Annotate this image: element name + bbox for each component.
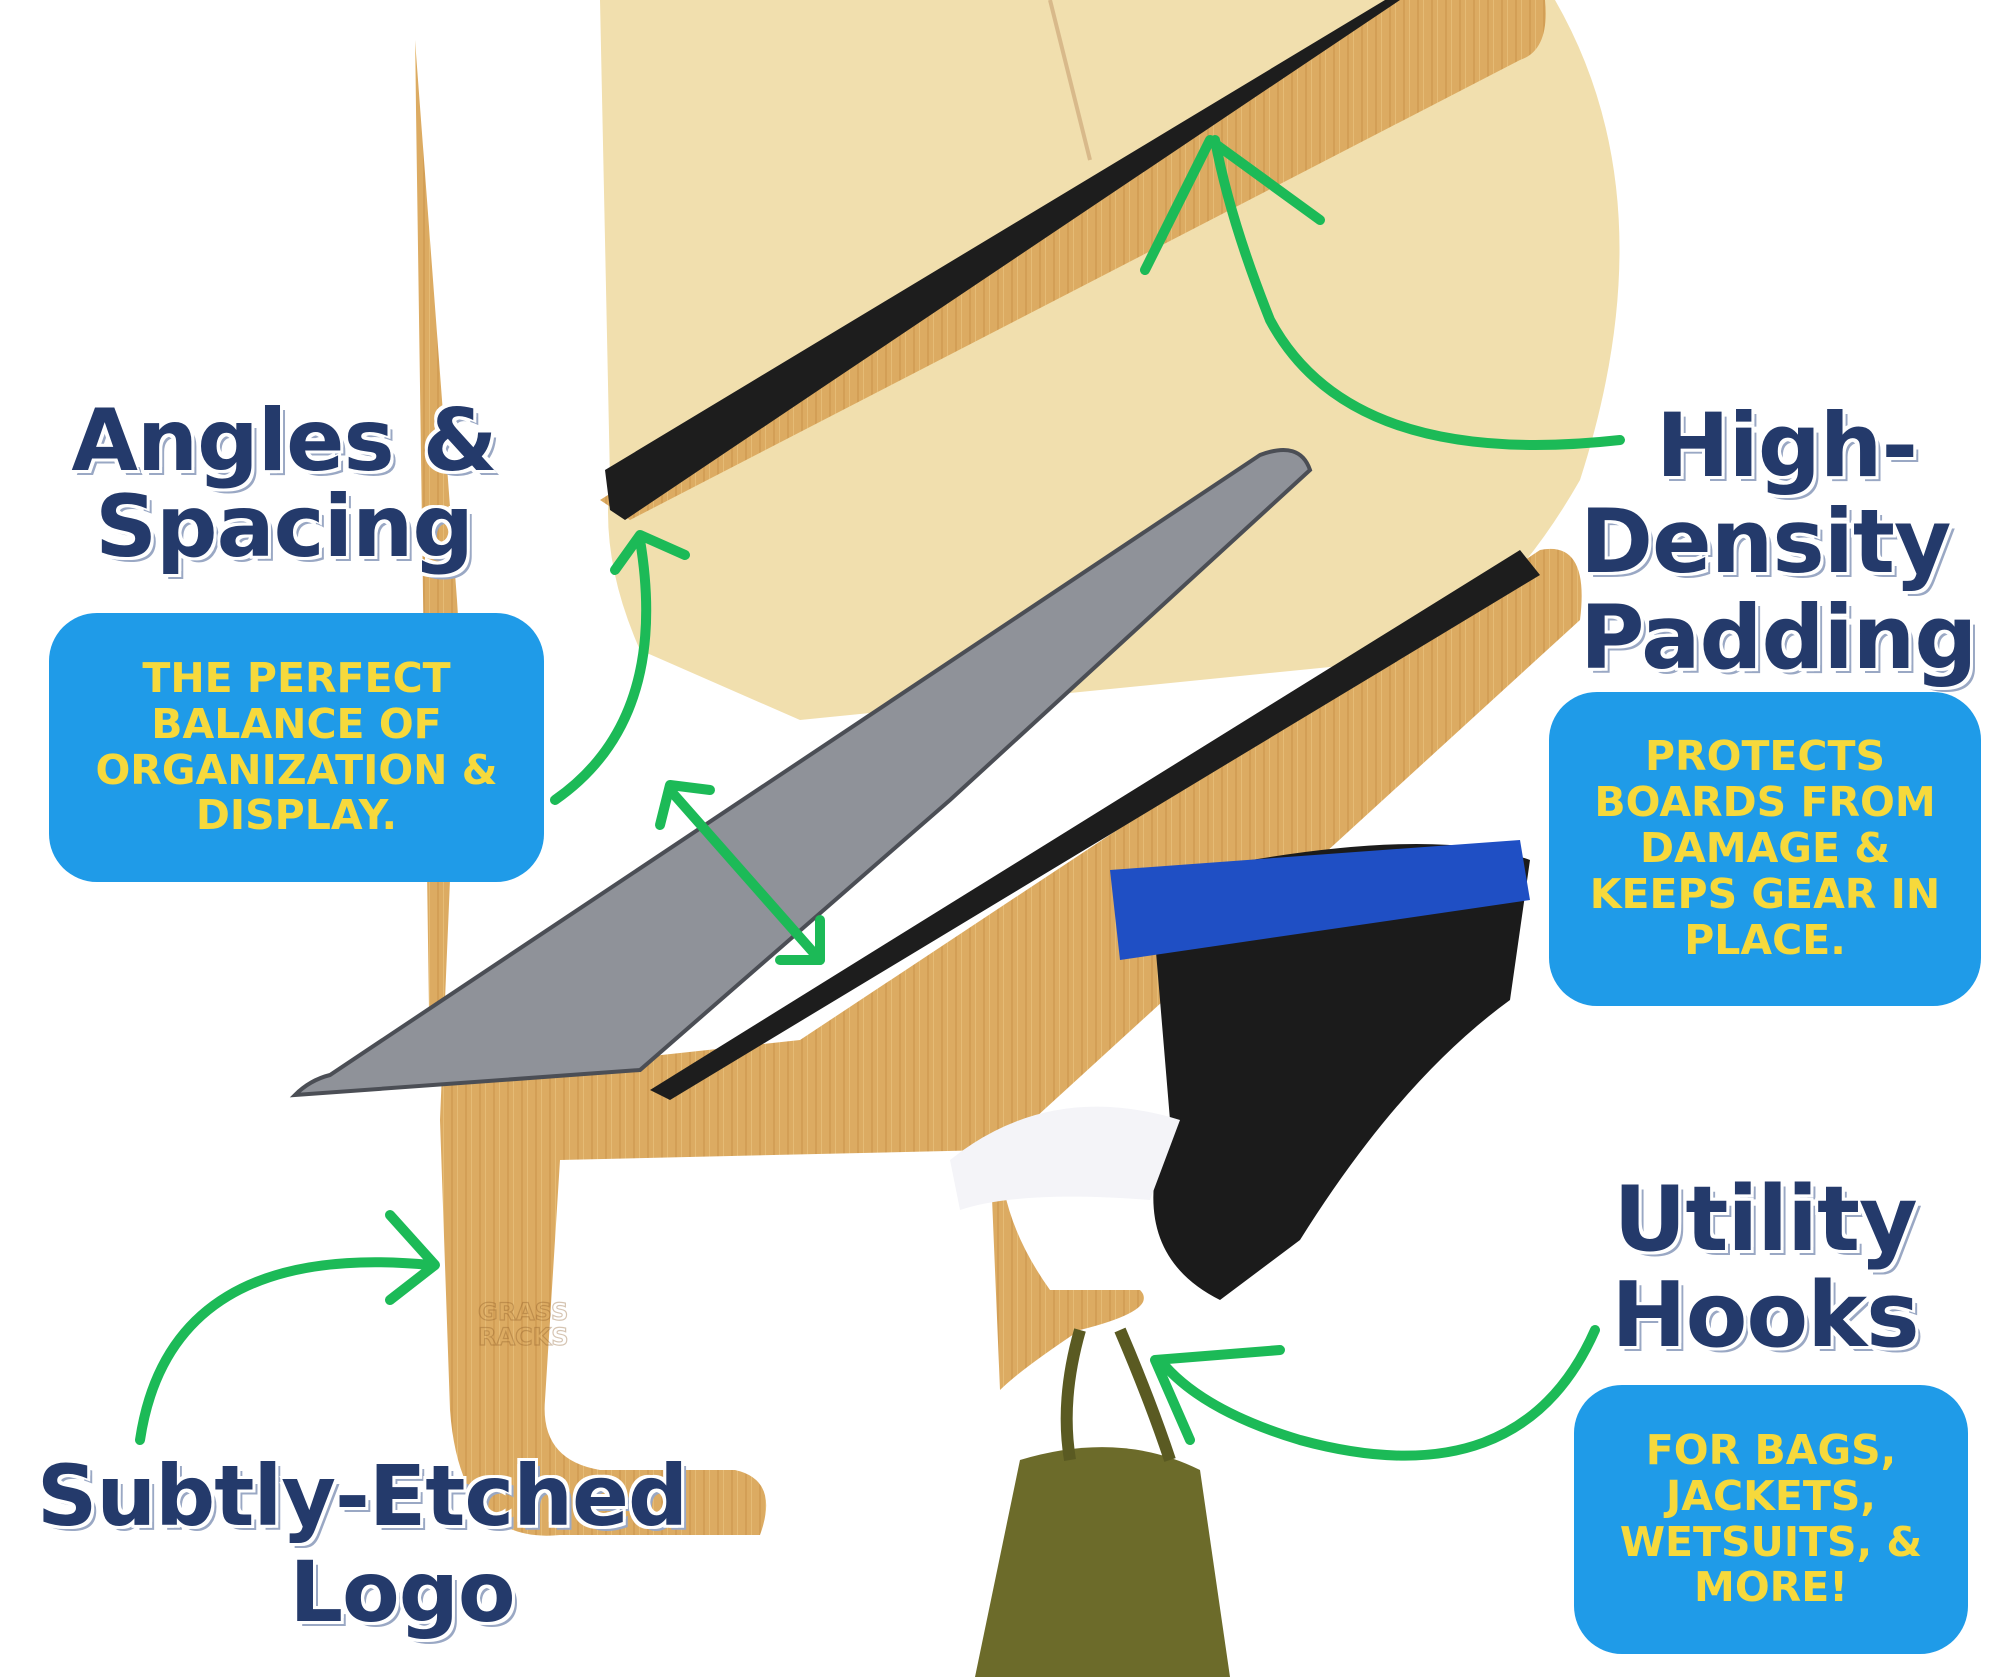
heading-utility-hooks: Utility Hooks: [1605, 1172, 1925, 1364]
heading-line: Density: [1580, 490, 1951, 593]
callout-utility-hooks: FOR BAGS, JACKETS, WETSUITS, & MORE!: [1574, 1385, 1968, 1654]
arrow-hooks: [1155, 1325, 1600, 1461]
heading-line: Logo: [289, 1543, 515, 1641]
arrow-angles: [550, 535, 652, 805]
svg-text:GRASS: GRASS: [478, 1298, 568, 1326]
heading-high-density-padding: High- Density Padding: [1580, 398, 1980, 686]
etched-logo: GRASS RACKS: [477, 1297, 569, 1351]
lower-padding: [650, 550, 1540, 1100]
bamboo-rack-panel: [415, 40, 1582, 1536]
callout-padding: PROTECTS BOARDS FROM DAMAGE & KEEPS GEAR…: [1549, 692, 1981, 1006]
surfboard: [420, 0, 1620, 720]
arrow-padding: [1210, 135, 1625, 450]
backpack: [975, 1447, 1230, 1677]
upper-padding: [605, 0, 1400, 520]
heading-line: Angles &: [71, 391, 497, 491]
heading-subtly-etched-logo: Subtly-Etched Logo: [22, 1448, 702, 1640]
heading-line: Utility: [1613, 1167, 1917, 1272]
arrow-spacing: [665, 785, 825, 965]
bindings: [1150, 844, 1530, 1300]
heading-line: Padding: [1580, 586, 1977, 689]
svg-text:RACKS: RACKS: [478, 1323, 569, 1351]
heading-line: High-: [1656, 394, 1918, 497]
callout-angles-spacing: THE PERFECT BALANCE OF ORGANIZATION & DI…: [49, 613, 544, 882]
heading-line: Hooks: [1611, 1263, 1919, 1368]
arrow-logo: [135, 1257, 435, 1445]
snowboard: [289, 448, 1313, 1098]
heading-angles-spacing: Angles & Spacing: [64, 398, 504, 570]
upper-arm: [600, 0, 1546, 520]
heading-line: Spacing: [95, 477, 474, 577]
heading-line: Subtly-Etched: [36, 1447, 688, 1545]
